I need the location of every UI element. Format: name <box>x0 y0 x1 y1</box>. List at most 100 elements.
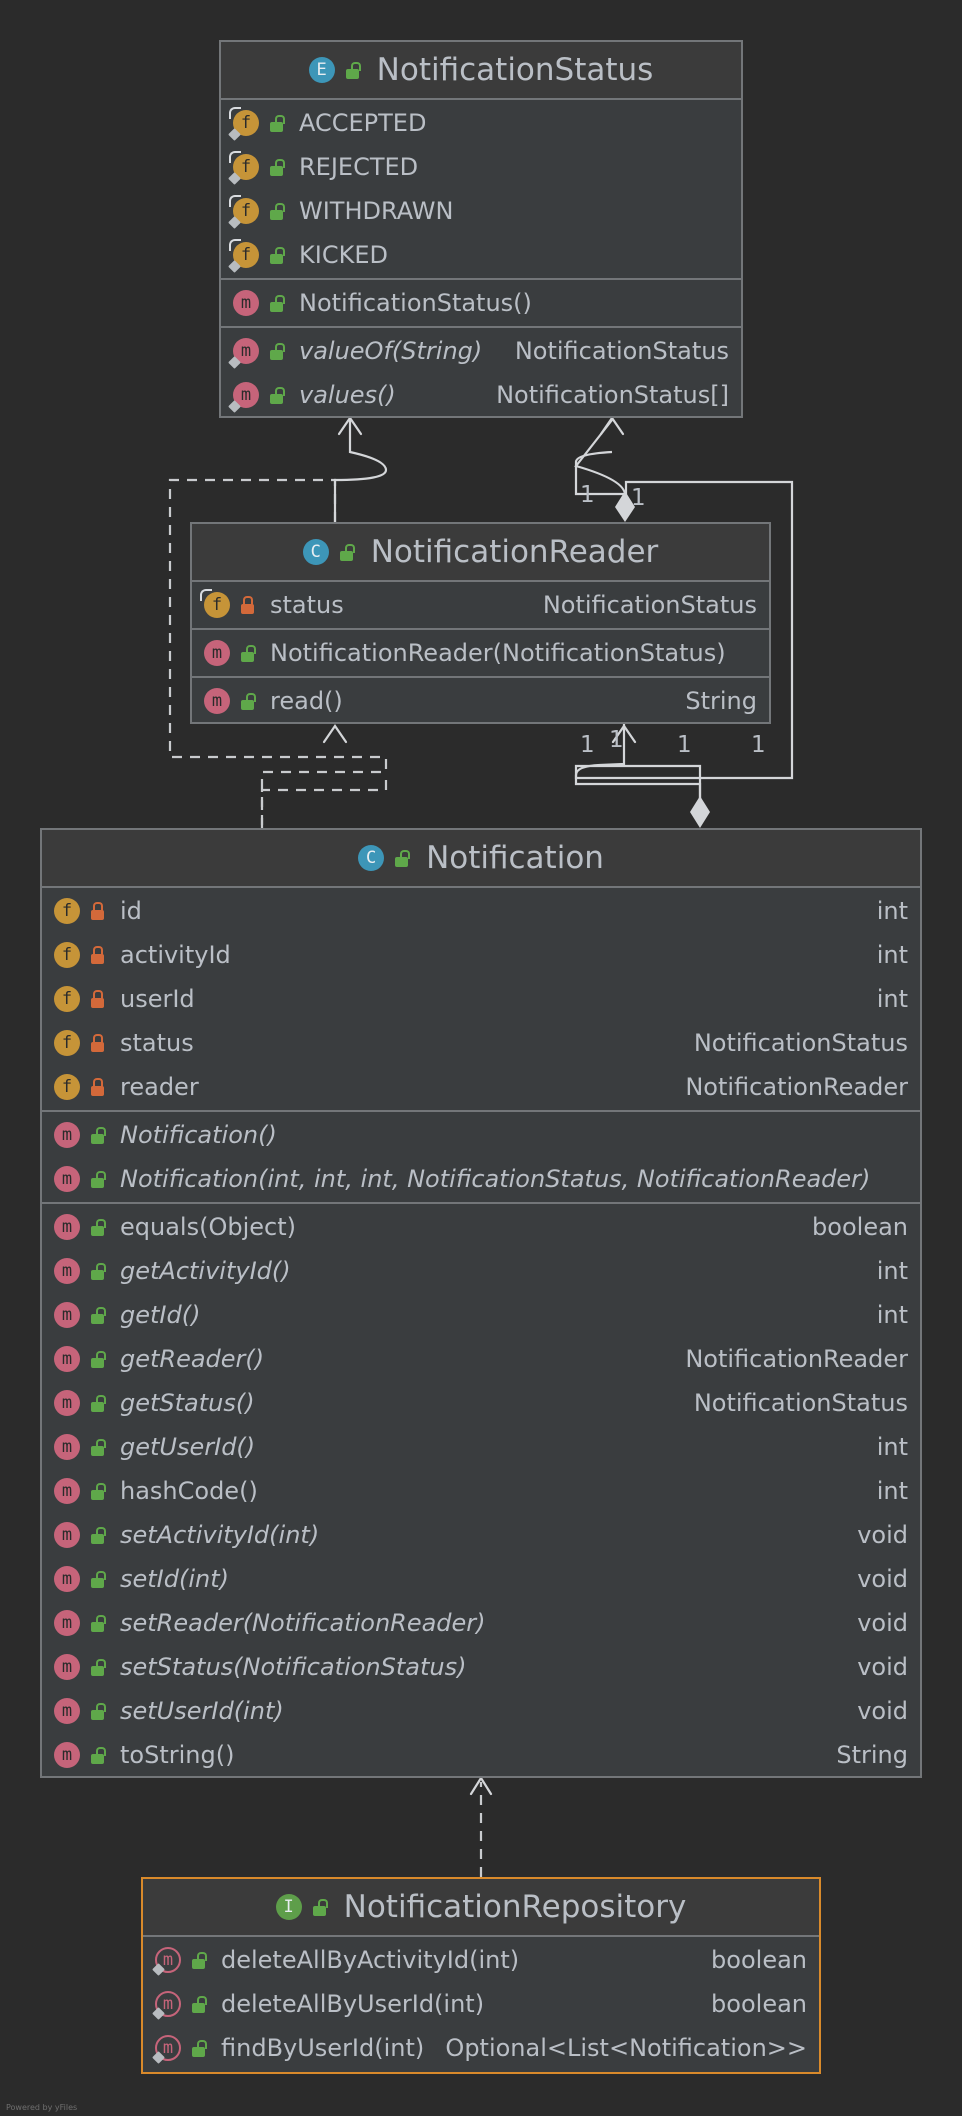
method-signature: setStatus(NotificationStatus) <box>120 1653 467 1681</box>
static-method-icon: m <box>228 338 259 369</box>
return-type: void <box>857 1697 908 1725</box>
method-icon: m <box>54 1214 80 1240</box>
private-visibility-icon <box>90 946 106 964</box>
method-signature: hashCode() <box>120 1477 258 1505</box>
private-visibility-icon <box>90 1078 106 1096</box>
return-type: boolean <box>812 1213 908 1241</box>
field-type: int <box>876 897 908 925</box>
return-type: int <box>876 1301 908 1329</box>
multiplicity-label: 1 <box>751 732 766 758</box>
return-type: NotificationStatus[] <box>496 381 729 409</box>
method-signature: deleteAllByUserId(int) <box>221 1990 485 2018</box>
method-row[interactable]: m deleteAllByUserId(int) boolean <box>143 1982 819 2026</box>
method-icon: m <box>54 1698 80 1724</box>
edge-reader-uses-status-solid <box>333 420 388 522</box>
public-visibility-icon <box>90 1614 106 1632</box>
method-icon: m <box>233 290 259 316</box>
method-icon: m <box>54 1566 80 1592</box>
method-signature: getStatus() <box>120 1389 255 1417</box>
return-type: String <box>836 1741 908 1769</box>
constructor-row[interactable]: m NotificationReader(NotificationStatus) <box>192 631 769 675</box>
return-type: NotificationStatus <box>693 1389 908 1417</box>
public-visibility-icon <box>90 1394 106 1412</box>
constructor-row[interactable]: m NotificationStatus() <box>221 281 741 325</box>
return-type: void <box>857 1609 908 1637</box>
field-name: status <box>120 1029 194 1057</box>
class-header: C Notification <box>42 830 920 888</box>
constructor-signature: Notification(int, int, int, Notification… <box>120 1165 871 1193</box>
public-visibility-icon <box>240 644 256 662</box>
field-icon: f <box>54 898 80 924</box>
arrowhead-status-right <box>599 416 625 436</box>
public-visibility-icon <box>269 158 285 176</box>
return-type: boolean <box>711 1990 807 2018</box>
field-icon: f <box>54 1030 80 1056</box>
class-icon: C <box>358 845 385 871</box>
method-icon: m <box>54 1654 80 1680</box>
public-visibility-icon <box>90 1438 106 1456</box>
enum-icon: E <box>308 57 335 83</box>
method-row[interactable]: m equals(Object) boolean <box>42 1205 920 1249</box>
private-visibility-icon <box>90 902 106 920</box>
constructor-signature: NotificationStatus() <box>299 289 532 317</box>
method-icon: m <box>204 640 230 666</box>
method-signature: equals(Object) <box>120 1213 296 1241</box>
method-signature: getActivityId() <box>120 1257 291 1285</box>
arrowhead-notification <box>469 1775 493 1796</box>
method-icon: m <box>54 1258 80 1284</box>
field-icon: f <box>228 151 259 185</box>
class-name: NotificationRepository <box>343 1889 687 1925</box>
return-type: NotificationStatus <box>514 337 729 365</box>
private-visibility-icon <box>90 1034 106 1052</box>
constructor-signature: Notification() <box>120 1121 277 1149</box>
constructor-signature: NotificationReader(NotificationStatus) <box>270 639 726 667</box>
method-signature: getId() <box>120 1301 201 1329</box>
public-visibility-icon <box>90 1570 106 1588</box>
abstract-method-icon: m <box>152 1991 181 2020</box>
public-visibility-icon <box>240 692 256 710</box>
public-visibility-icon <box>90 1526 106 1544</box>
multiplicity-label: 1 <box>677 732 692 758</box>
public-visibility-icon <box>90 1350 106 1368</box>
public-visibility-icon <box>90 1262 106 1280</box>
multiplicity-label: 1 <box>580 732 595 758</box>
